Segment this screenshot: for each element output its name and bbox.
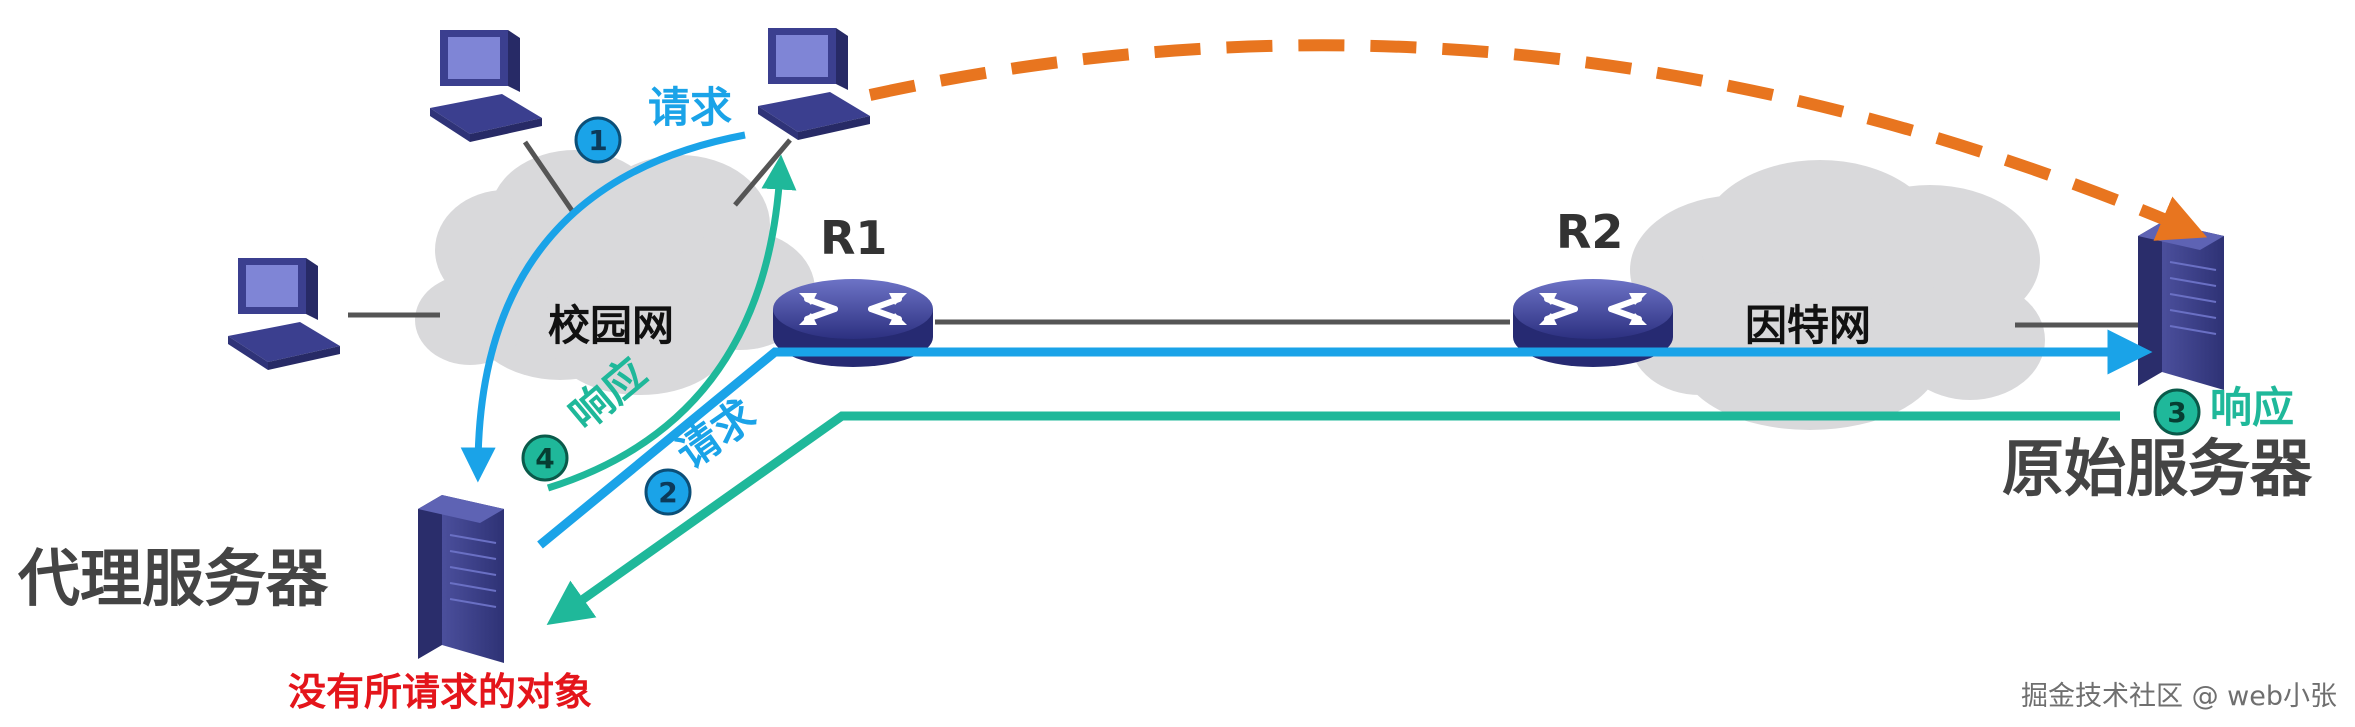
router-r2-text: ROUTER: [1561, 366, 1625, 382]
internet-cloud: [1630, 160, 2045, 430]
response-4-arrow: [546, 154, 797, 492]
router-r2-label: R2: [1556, 205, 1623, 259]
svg-text:3: 3: [2167, 396, 2186, 429]
step-1-label: 请求: [648, 83, 732, 132]
svg-text:4: 4: [535, 442, 554, 475]
watermark: 掘金技术社区 @ web小张: [2021, 681, 2337, 712]
origin-server-icon: [2137, 221, 2225, 391]
proxy-server-icon: [417, 494, 505, 664]
internet-label: 因特网: [1745, 301, 1871, 350]
step-3-label: 响应: [2210, 383, 2294, 432]
svg-text:2: 2: [658, 476, 677, 509]
step-1-badge: 1: [574, 116, 622, 164]
pc-requesting-icon: [758, 28, 870, 140]
router-r1-label: R1: [820, 211, 887, 265]
request-2-arrow: [537, 329, 2153, 549]
origin-server-label: 原始服务器: [2002, 432, 2313, 505]
pc-left-icon: [228, 258, 340, 370]
step-4-badge: 4: [521, 434, 569, 482]
request-1-arrow: [460, 131, 746, 483]
campus-cloud: [415, 150, 815, 395]
proxy-server-label: 代理服务器: [17, 542, 329, 615]
no-object-note: 没有所请求的对象: [288, 670, 592, 714]
step-2-label: 请求: [668, 390, 765, 478]
step-2-badge: 2: [644, 468, 692, 516]
step-3-badge: 3: [2153, 388, 2201, 436]
direct-path-arrow: [868, 39, 2208, 241]
campus-network-label: 校园网: [548, 301, 674, 350]
svg-text:1: 1: [588, 124, 607, 157]
router-r1-text: ROUTER: [821, 366, 885, 382]
pc-top-left-icon: [430, 30, 542, 142]
response-3-arrow: [546, 411, 2120, 625]
